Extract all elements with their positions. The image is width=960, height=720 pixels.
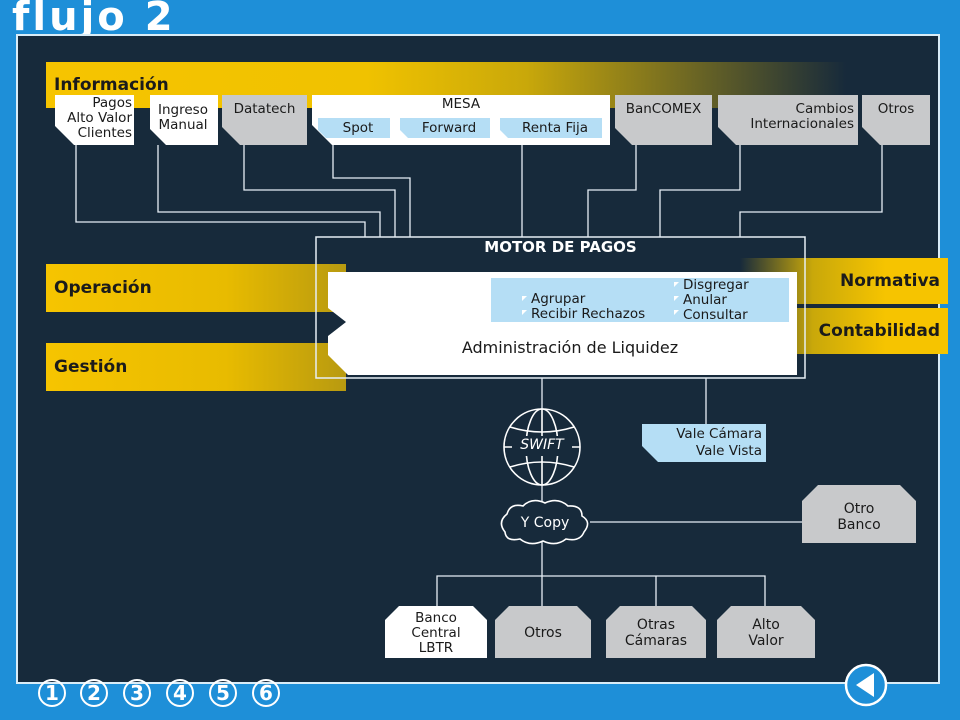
dest-alto-valor-line1: Alto <box>752 617 780 633</box>
dest-otras-camaras-line1: Otras <box>636 617 676 633</box>
band-gestion: Gestión <box>46 343 346 391</box>
motor-functions-right: Disgregar Anular Consultar <box>683 278 783 323</box>
dest-banco-central-line2: Central <box>411 624 461 641</box>
source-cambios-line1: Cambios <box>795 101 854 117</box>
function-recibir-rechazos: Recibir Rechazos <box>531 306 646 322</box>
band-operacion-label: Operación <box>54 278 152 298</box>
band-contabilidad-label: Contabilidad <box>818 321 940 341</box>
source-pagos-line2: Alto Valor <box>67 110 132 126</box>
otro-banco-line1: Otro <box>843 501 875 517</box>
dest-banco-central: Banco Central LBTR <box>385 609 487 657</box>
mesa-renta-fija: Renta Fija <box>521 120 589 136</box>
nav-step-5[interactable]: 5 <box>209 679 237 707</box>
source-ingreso-manual: Ingreso Manual <box>150 103 216 133</box>
source-cambios-internacionales: Cambios Internacionales <box>718 102 854 132</box>
swift-globe-icon <box>503 408 581 486</box>
mesa-spot: Spot <box>342 120 374 136</box>
dest-otras-camaras: Otras Cámaras <box>606 610 706 656</box>
dest-alto-valor-line2: Valor <box>748 633 784 649</box>
band-operacion: Operación <box>46 264 346 312</box>
swift-label: SWIFT <box>520 437 564 453</box>
motor-functions-bar <box>491 278 789 322</box>
band-normativa-label: Normativa <box>840 271 940 291</box>
vale-camara: Vale Cámara <box>676 426 762 442</box>
back-arrow-icon[interactable] <box>844 663 888 707</box>
liquidez-label: Administración de Liquidez <box>461 338 679 357</box>
nav-step-2[interactable]: 2 <box>80 679 108 707</box>
source-pagos-alto-valor: Pagos Alto Valor Clientes <box>55 96 132 141</box>
source-ingreso-line1: Ingreso <box>158 102 208 118</box>
band-gestion-label: Gestión <box>54 357 128 377</box>
function-consultar: Consultar <box>683 307 748 323</box>
motor-functions-left: Agrupar Recibir Rechazos <box>531 292 671 322</box>
page-title: flujo 2 <box>12 0 176 40</box>
vale-vista: Vale Vista <box>695 443 762 459</box>
dest-alto-valor: Alto Valor <box>717 610 815 656</box>
dest-otros-label: Otros <box>524 625 562 641</box>
source-mesa: MESA <box>441 96 481 112</box>
dest-banco-central-line1: Banco <box>415 609 457 626</box>
function-disgregar: Disgregar <box>683 277 749 293</box>
source-bancomex: BanCOMEX <box>625 101 702 117</box>
dest-banco-central-line3: LBTR <box>418 639 454 656</box>
dest-otras-camaras-line2: Cámaras <box>624 633 688 649</box>
nav-step-1[interactable]: 1 <box>38 679 66 707</box>
motor-title: MOTOR DE PAGOS <box>484 238 637 256</box>
nav-step-3[interactable]: 3 <box>123 679 151 707</box>
source-otros: Otros <box>877 101 915 117</box>
nav-step-6[interactable]: 6 <box>252 679 280 707</box>
function-anular: Anular <box>683 292 727 308</box>
dest-otros: Otros <box>495 610 591 656</box>
otro-banco: Otro Banco <box>802 494 916 540</box>
mesa-forward: Forward <box>421 120 477 136</box>
vale-box: Vale Cámara Vale Vista <box>650 426 762 460</box>
source-pagos-line1: Pagos <box>92 95 132 111</box>
source-cambios-line2: Internacionales <box>750 116 854 132</box>
otro-banco-line2: Banco <box>837 517 881 533</box>
nav-step-4[interactable]: 4 <box>166 679 194 707</box>
ycopy-cloud-icon <box>500 499 589 545</box>
ycopy-label: Y Copy <box>520 515 570 531</box>
band-informacion-label: Información <box>54 75 169 95</box>
source-datatech: Datatech <box>233 101 296 117</box>
source-ingreso-line2: Manual <box>158 117 208 133</box>
source-pagos-line3: Clientes <box>77 125 132 141</box>
function-agrupar: Agrupar <box>531 291 586 307</box>
motor-frame <box>315 236 806 379</box>
